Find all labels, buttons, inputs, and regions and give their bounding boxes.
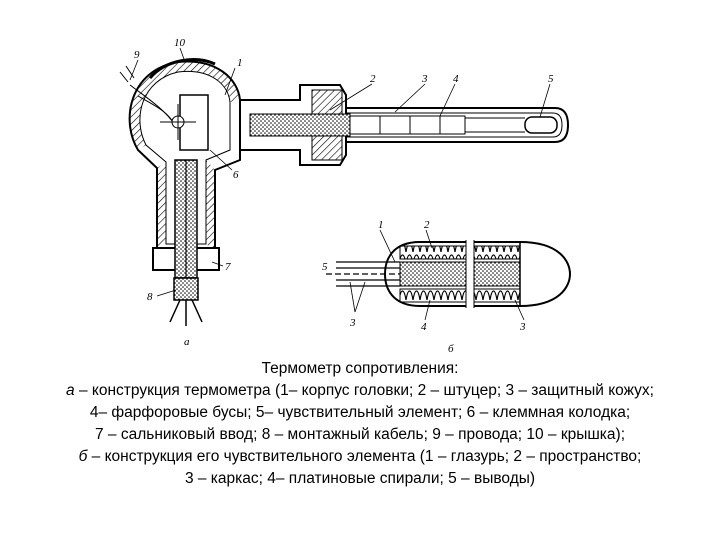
labels-a: 1 2 3 4 5 6 7 8 9 10 а bbox=[134, 37, 554, 348]
caption-line-1-text: – конструкция термометра (1– корпус голо… bbox=[74, 382, 654, 399]
caption-line-2: 4– фарфоровые бусы; 5– чувствительный эл… bbox=[89, 404, 631, 421]
caption-line-4-text: – конструкция его чувствительного элемен… bbox=[87, 448, 642, 465]
label-b-3a: 3 bbox=[349, 317, 356, 329]
diagram-a: 1 2 3 4 5 6 7 8 9 10 а bbox=[119, 37, 570, 348]
cover bbox=[148, 58, 216, 80]
sensing-element-detail bbox=[383, 240, 572, 308]
leads bbox=[326, 261, 400, 287]
caption-line-4-prefix: б bbox=[78, 448, 88, 465]
label-b-5: 5 bbox=[322, 261, 328, 273]
caption-line-4: б – конструкция его чувствительного элем… bbox=[0, 446, 720, 468]
label-a-2: 2 bbox=[370, 73, 376, 85]
label-a-8: 8 bbox=[147, 291, 153, 303]
label-b-3b: 3 bbox=[519, 321, 526, 333]
label-a-10: 10 bbox=[174, 37, 186, 49]
caption-line-3: 7 – сальниковый ввод; 8 – монтажный кабе… bbox=[94, 426, 626, 443]
label-a-9: 9 bbox=[134, 49, 140, 61]
labels-b: 1 2 3 4 3 5 б bbox=[322, 219, 526, 355]
head-housing bbox=[128, 60, 241, 251]
caption-title: Термометр сопротивления: bbox=[261, 360, 459, 377]
caption-line-1-prefix: а bbox=[66, 382, 75, 399]
label-a-letter: а bbox=[184, 336, 190, 348]
sensing-element bbox=[524, 116, 558, 134]
label-b-1: 1 bbox=[378, 219, 384, 231]
cable-gland bbox=[152, 159, 220, 279]
label-b-4: 4 bbox=[421, 321, 427, 333]
diagram-b: 1 2 3 4 3 5 б bbox=[322, 219, 572, 355]
terminal-block bbox=[160, 94, 209, 151]
label-b-letter: б bbox=[448, 343, 454, 355]
porcelain-beads bbox=[249, 113, 525, 137]
caption-line-5: 3 – каркас; 4– платиновые спирали; 5 – в… bbox=[184, 470, 536, 487]
label-a-4: 4 bbox=[453, 73, 459, 85]
figure-caption: Термометр сопротивления: а – конструкция… bbox=[0, 358, 720, 490]
caption-line-1: а – конструкция термометра (1– корпус го… bbox=[0, 380, 720, 402]
label-a-6: 6 bbox=[233, 169, 239, 181]
mounting-cable bbox=[169, 277, 203, 326]
label-b-2: 2 bbox=[424, 219, 430, 231]
label-a-1: 1 bbox=[237, 57, 243, 69]
thermometer-diagram: 1 2 3 4 5 6 7 8 9 10 а bbox=[119, 37, 572, 355]
label-a-7: 7 bbox=[225, 261, 231, 273]
label-a-3: 3 bbox=[421, 73, 428, 85]
protective-sheath bbox=[346, 107, 570, 143]
label-a-5: 5 bbox=[548, 73, 554, 85]
